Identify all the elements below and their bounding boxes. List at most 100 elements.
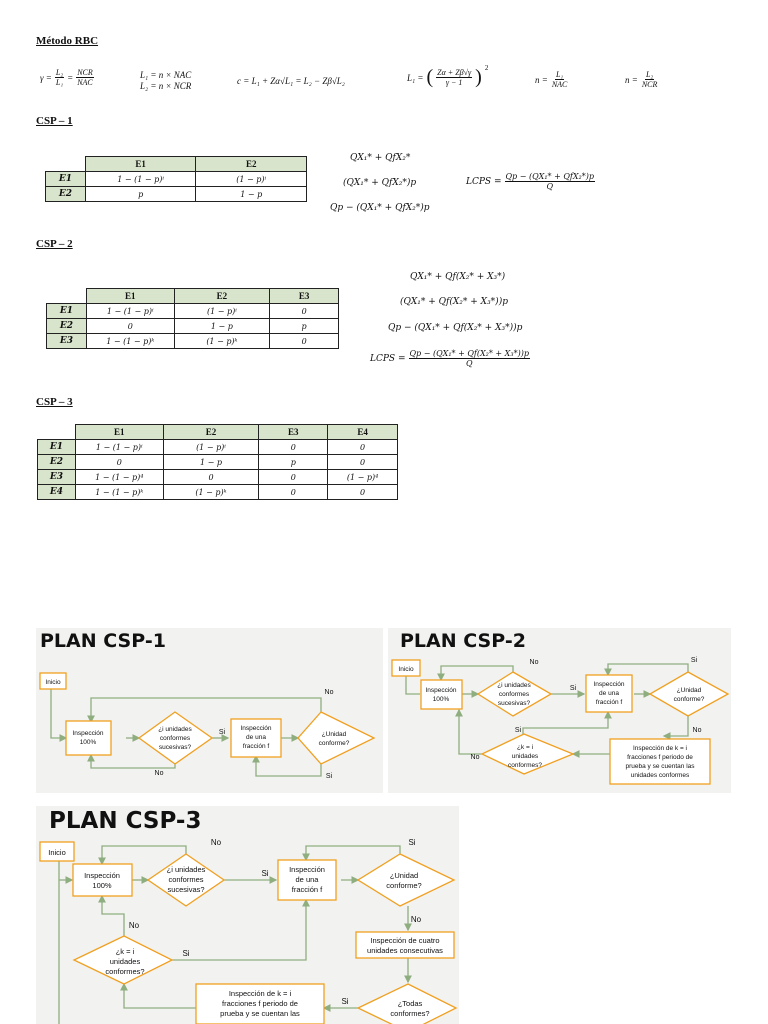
numerator: L₁ [554, 70, 565, 80]
table-cell: 0 [327, 454, 398, 470]
decision-label: sucesivas? [159, 744, 192, 751]
row-header: E1 [45, 171, 86, 187]
edge-label-no: No [471, 754, 480, 761]
csp1-table: E1 E2 E1 1 − (1 − p)ⁱ (1 − p)ⁱ E2 p 1 − … [45, 156, 307, 202]
edge-label-no: No [155, 770, 164, 777]
table-cell: 0 [269, 303, 339, 319]
inspf-label: fracción f [596, 699, 623, 706]
table-cell: 0 [85, 318, 175, 334]
table-row: E1 1 − (1 − p)ⁱ (1 − p)ⁱ 0 [46, 303, 339, 319]
denominator: Q [465, 359, 473, 368]
column-header: E3 [258, 424, 329, 440]
decision-label: ¿Todas [398, 999, 423, 1008]
table-row: E4 1 − (1 − p)ᵏ (1 − p)ᵏ 0 0 [37, 484, 398, 500]
inicio-label: Inicio [48, 848, 66, 857]
plan-csp1-panel: PLAN CSP-1 Inicio Inspección 100% ¿i uni… [36, 628, 383, 793]
corner-cell [37, 424, 76, 440]
row-header: E1 [37, 439, 76, 455]
formula-text: n = [625, 74, 638, 85]
numerator: L₂ [54, 68, 65, 78]
csp2-eq3: Qp − (QX₁* + Qf(X₂* + X₃*))p [388, 323, 523, 333]
formula-c: c = L₁ + Zα√L₁ = L₂ − Zβ√L₂ [237, 76, 345, 86]
column-header: E1 [74, 424, 164, 440]
exponent: 2 [484, 63, 489, 72]
table-cell: 1 − (1 − p)ⁱ [84, 171, 197, 187]
column-header: E1 [85, 288, 175, 304]
decision-label: unidades [110, 957, 141, 966]
numerator: L₂ [644, 70, 655, 80]
inspf-label: Inspección [240, 725, 271, 732]
inspf-label: Inspección [289, 865, 325, 874]
table-cell: (1 − p)ⁱ [162, 439, 260, 455]
edge-label-si: Si [182, 949, 189, 958]
decision-label: conformes [160, 735, 191, 742]
edge-label-si: Si [570, 685, 577, 692]
insp100-label: Inspección [84, 871, 120, 880]
table-row: E2 0 1 − p p [46, 318, 339, 334]
row-header: E3 [46, 333, 87, 349]
inspf-label: fracción f [243, 743, 270, 750]
column-header: E4 [327, 424, 398, 440]
decision-label: conforme? [386, 881, 421, 890]
inicio-label: Inicio [45, 679, 61, 686]
inspk-label: Inspección de k = i [633, 745, 687, 752]
decision-label: conformes [499, 691, 530, 698]
table-cell: 1 − (1 − p)ⁱ [74, 439, 164, 455]
column-header: E2 [162, 424, 260, 440]
edge-label-no: No [325, 689, 334, 696]
table-cell: (1 − p)ᵏ [173, 333, 271, 349]
plan-csp2-flowchart: Inicio Inspección 100% ¿i unidades confo… [391, 657, 730, 785]
denominator: NAC [77, 78, 93, 87]
csp1-title: CSP – 1 [36, 115, 73, 127]
row-header: E2 [46, 318, 87, 334]
edge-label-si: Si [408, 838, 415, 847]
edge-label-si: Si [341, 997, 348, 1006]
corner-cell [46, 288, 87, 304]
formula-line: L₂ = n × NCR [140, 81, 192, 91]
table-row: E1 1 − (1 − p)ⁱ (1 − p)ⁱ 0 0 [37, 439, 398, 455]
table-cell: p [84, 186, 197, 202]
plan-csp1-title: PLAN CSP-1 [40, 630, 166, 652]
table-cell: 1 − (1 − p)ᵏ [74, 484, 164, 500]
insp100-label: Inspección [425, 687, 456, 694]
numerator: Zα + Zβ√γ [436, 68, 473, 78]
csp1-eq3: Qp − (QX₁* + QfX₂*)p [330, 203, 430, 213]
plan-csp1-flowchart: Inicio Inspección 100% ¿i unidades confo… [39, 672, 376, 780]
csp3-table: E1 E2 E3 E4 E1 1 − (1 − p)ⁱ (1 − p)ⁱ 0 0… [37, 424, 398, 500]
decision-label: ¿Unidad [677, 687, 702, 694]
decision-label: ¿Unidad [322, 731, 347, 738]
corner-cell [45, 156, 86, 172]
formula-line: L₁ = n × NAC [140, 70, 192, 80]
inspk-label: Inspección de k = i [229, 989, 292, 998]
decision-label: ¿k = i [517, 744, 533, 751]
inspk-label: fracciones f periodo de [627, 754, 693, 761]
numerator: NCR [76, 68, 94, 78]
csp2-eq1: QX₁* + Qf(X₂* + X₃*) [410, 272, 506, 282]
plan-csp3-panel: PLAN CSP-3 [36, 806, 459, 1024]
table-cell: 1 − p [162, 454, 260, 470]
insp4-label: Inspección de cuatro [370, 936, 439, 945]
paren-close: ) [475, 66, 482, 88]
decision-label: sucesivas? [167, 885, 204, 894]
table-cell: (1 − p)ⁱ [173, 303, 271, 319]
edge-label-si: Si [326, 773, 333, 780]
csp1-eq2: (QX₁* + QfX₂*)p [343, 178, 417, 188]
table-cell: 1 − p [173, 318, 271, 334]
formula-text: LCPS = [370, 353, 406, 364]
table-header-row: E1 E2 [45, 156, 307, 172]
table-cell: 0 [74, 454, 164, 470]
insp100-label: 100% [433, 696, 450, 703]
column-header: E3 [269, 288, 339, 304]
decision-label: conformes? [105, 967, 144, 976]
decision-label: ¿i unidades [167, 865, 206, 874]
insp100-label: Inspección [72, 730, 103, 737]
denominator: NCR [641, 80, 658, 89]
decision-label: sucesivas? [498, 700, 531, 707]
